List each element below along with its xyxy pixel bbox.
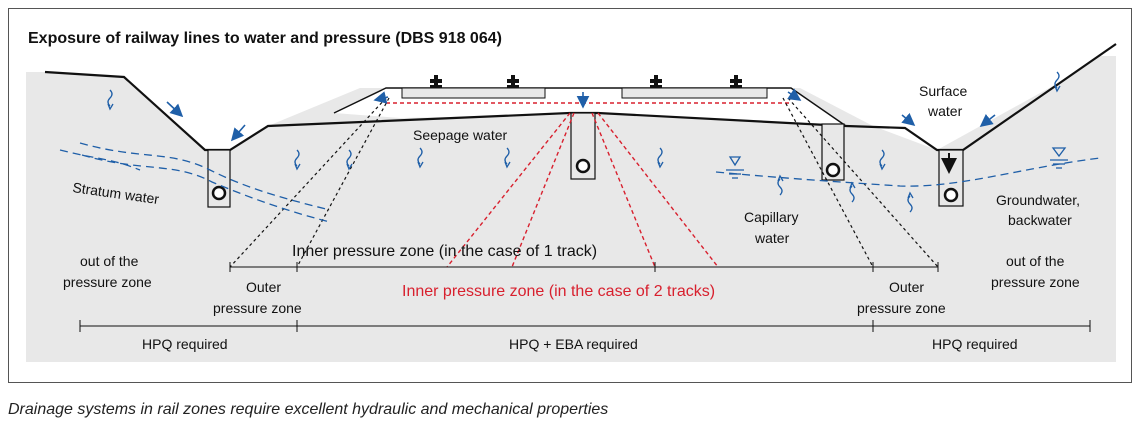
rails [430, 75, 742, 88]
label-seepage-water: Seepage water [413, 127, 508, 143]
sleeper-right [621, 87, 768, 99]
label-out-right-1: out of the [1006, 253, 1065, 269]
label-out-left-1: out of the [80, 253, 139, 269]
label-outer-right-1: Outer [889, 279, 924, 295]
sky-area [26, 40, 1116, 150]
drain-pipe-left [211, 185, 227, 201]
label-capillary-1: Capillary [744, 209, 798, 225]
label-outer-left-1: Outer [246, 279, 281, 295]
figure-title: Exposure of railway lines to water and p… [28, 30, 502, 47]
label-out-left-2: pressure zone [63, 274, 152, 290]
embankment-outline [333, 87, 847, 127]
label-capillary-2: water [754, 230, 790, 246]
label-inner-one-track: Inner pressure zone (in the case of 1 tr… [292, 243, 597, 260]
zone-dimension-lines [79, 262, 1091, 332]
label-surface-water-1: Surface [919, 83, 967, 99]
label-groundwater-1: Groundwater, [996, 192, 1080, 208]
surface-arrows [166, 88, 996, 142]
stratum-water-lines [59, 142, 331, 223]
groundwater-line [715, 157, 1101, 187]
label-outer-right-2: pressure zone [857, 300, 946, 316]
drain-pipe-center [575, 158, 591, 174]
label-inner-two-tracks: Inner pressure zone (in the case of 2 tr… [402, 283, 715, 300]
red-zone-lines [386, 102, 790, 268]
label-surface-water-2: water [927, 103, 963, 119]
label-out-right-2: pressure zone [991, 274, 1080, 290]
drain-pipe-right-embankment [825, 162, 841, 178]
label-groundwater-2: backwater [1008, 212, 1072, 228]
drain-trench-center [570, 112, 596, 180]
label-hpq-left: HPQ required [142, 336, 228, 352]
drain-pipe-right [943, 187, 959, 203]
figure-caption: Drainage systems in rail zones require e… [8, 401, 609, 418]
railway-diagram: Stratum water Seepage water Surface wate… [26, 40, 1117, 362]
label-outer-left-2: pressure zone [213, 300, 302, 316]
label-hpq-right: HPQ required [932, 336, 1018, 352]
seepage-arrows [107, 71, 1061, 213]
black-zone-lines [229, 97, 939, 268]
label-hpq-eba: HPQ + EBA required [509, 336, 638, 352]
water-level-symbols [726, 147, 1068, 179]
sleeper-left [401, 87, 546, 99]
